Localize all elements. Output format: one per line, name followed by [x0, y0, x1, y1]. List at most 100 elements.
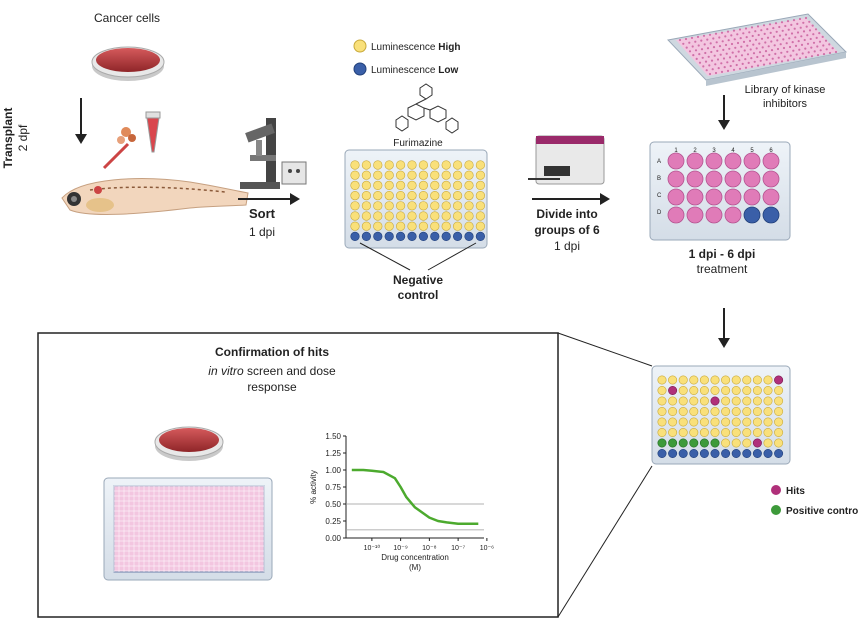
well	[704, 60, 708, 63]
well	[373, 211, 383, 221]
well	[711, 68, 714, 71]
transplant-label: Transplant 2 dpf	[1, 108, 30, 169]
well	[705, 170, 723, 188]
well	[441, 191, 451, 201]
well	[812, 41, 816, 44]
well	[668, 375, 678, 385]
well	[831, 47, 834, 50]
well	[734, 46, 737, 49]
plate-reader-icon	[528, 135, 605, 185]
well	[731, 438, 741, 448]
treatment-label: treatment	[697, 262, 748, 276]
well	[430, 170, 440, 180]
well	[710, 375, 720, 385]
well	[735, 63, 738, 67]
well	[731, 385, 741, 395]
well	[689, 438, 699, 448]
well	[475, 191, 486, 201]
well	[811, 24, 814, 27]
well	[740, 45, 743, 48]
well	[361, 160, 372, 170]
well	[808, 20, 811, 23]
well	[724, 35, 727, 38]
well	[708, 64, 711, 67]
petri-dish-icon	[91, 46, 165, 81]
well	[678, 38, 682, 42]
well	[699, 406, 709, 416]
well	[453, 231, 463, 241]
well	[384, 191, 394, 201]
well	[697, 44, 700, 47]
well	[822, 44, 825, 47]
well	[818, 40, 822, 43]
well	[689, 385, 699, 395]
well	[731, 406, 741, 416]
well	[738, 28, 742, 31]
well	[804, 56, 808, 59]
well	[668, 385, 678, 395]
well	[834, 50, 838, 54]
well	[762, 24, 766, 27]
well	[762, 188, 780, 206]
well	[464, 231, 474, 241]
well	[720, 70, 724, 73]
well	[790, 23, 793, 26]
well	[418, 170, 429, 180]
y-tick-label: 1.50	[325, 432, 341, 441]
well	[759, 59, 762, 62]
well	[350, 170, 360, 180]
well	[780, 51, 783, 54]
well	[736, 33, 739, 36]
well	[714, 32, 718, 35]
legend-luminescence-low: Luminescence Low	[353, 62, 458, 76]
plate-luminescence-96	[344, 149, 488, 249]
well	[794, 36, 797, 39]
well	[721, 375, 731, 385]
well	[784, 24, 787, 28]
well	[784, 33, 788, 36]
well	[710, 438, 720, 448]
well	[785, 42, 788, 45]
well	[743, 206, 761, 224]
well	[699, 417, 709, 427]
well	[418, 180, 429, 190]
well	[688, 41, 691, 44]
well	[743, 152, 761, 170]
well	[441, 201, 451, 211]
well	[741, 62, 744, 65]
well	[756, 25, 760, 28]
well	[396, 221, 406, 231]
well	[705, 206, 723, 224]
well	[763, 417, 773, 427]
well	[802, 30, 806, 33]
well	[742, 32, 745, 35]
well	[475, 201, 486, 211]
well	[699, 396, 709, 406]
divide-label-1: Divide into	[536, 207, 597, 221]
well	[361, 231, 372, 241]
well	[770, 49, 774, 52]
row-label: C	[657, 193, 662, 199]
well	[716, 49, 719, 53]
well	[731, 375, 741, 385]
well	[729, 64, 732, 68]
well	[678, 438, 688, 448]
well	[763, 427, 773, 437]
well	[722, 57, 726, 60]
y-tick-label: 0.25	[325, 517, 341, 526]
well	[441, 160, 451, 170]
confirmation-title: Confirmation of hits	[215, 345, 329, 359]
well	[750, 26, 754, 29]
well	[721, 396, 731, 406]
well	[407, 170, 417, 180]
well	[813, 50, 816, 53]
well	[430, 201, 440, 211]
well	[732, 60, 735, 63]
legend-positive-control: Positive control	[771, 505, 858, 517]
well	[699, 448, 709, 458]
well	[791, 41, 794, 44]
well	[441, 170, 451, 180]
well	[779, 43, 782, 46]
well	[373, 180, 383, 190]
